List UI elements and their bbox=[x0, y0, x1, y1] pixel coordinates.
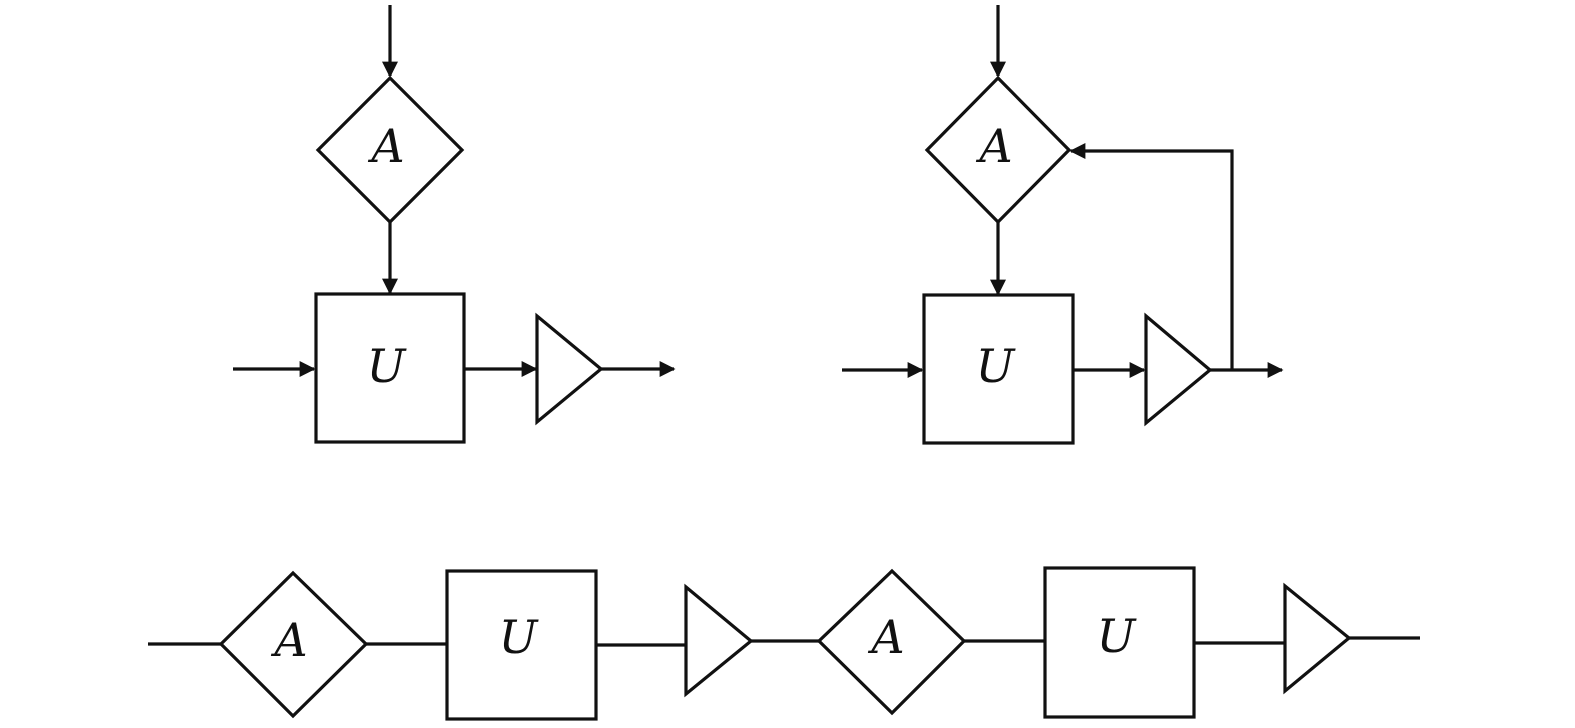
u-label: U bbox=[367, 339, 408, 393]
diagram-unrolled-chain: A U A U bbox=[148, 566, 1420, 721]
amplifier-triangle-2 bbox=[1283, 582, 1352, 695]
u-box-2 bbox=[1043, 566, 1196, 719]
diagram-open-loop: A U bbox=[233, 5, 676, 444]
a-label: A bbox=[975, 119, 1012, 173]
a-label-2: A bbox=[867, 610, 904, 664]
u-label-1: U bbox=[499, 610, 540, 664]
u-box bbox=[314, 292, 466, 444]
a-label-1: A bbox=[270, 613, 307, 667]
a-diamond-2 bbox=[816, 568, 967, 716]
feedback-path-arrow bbox=[1069, 143, 1234, 370]
u-box-1 bbox=[445, 569, 598, 721]
u-label-2: U bbox=[1097, 609, 1138, 663]
u-label: U bbox=[976, 339, 1017, 393]
diagram-feedback-loop: A U bbox=[842, 5, 1284, 445]
amplifier-triangle bbox=[535, 312, 604, 426]
amplifier-triangle bbox=[1144, 312, 1213, 427]
amplifier-triangle-1 bbox=[684, 583, 754, 698]
a-label: A bbox=[367, 119, 404, 173]
a-diamond-1 bbox=[218, 570, 369, 719]
